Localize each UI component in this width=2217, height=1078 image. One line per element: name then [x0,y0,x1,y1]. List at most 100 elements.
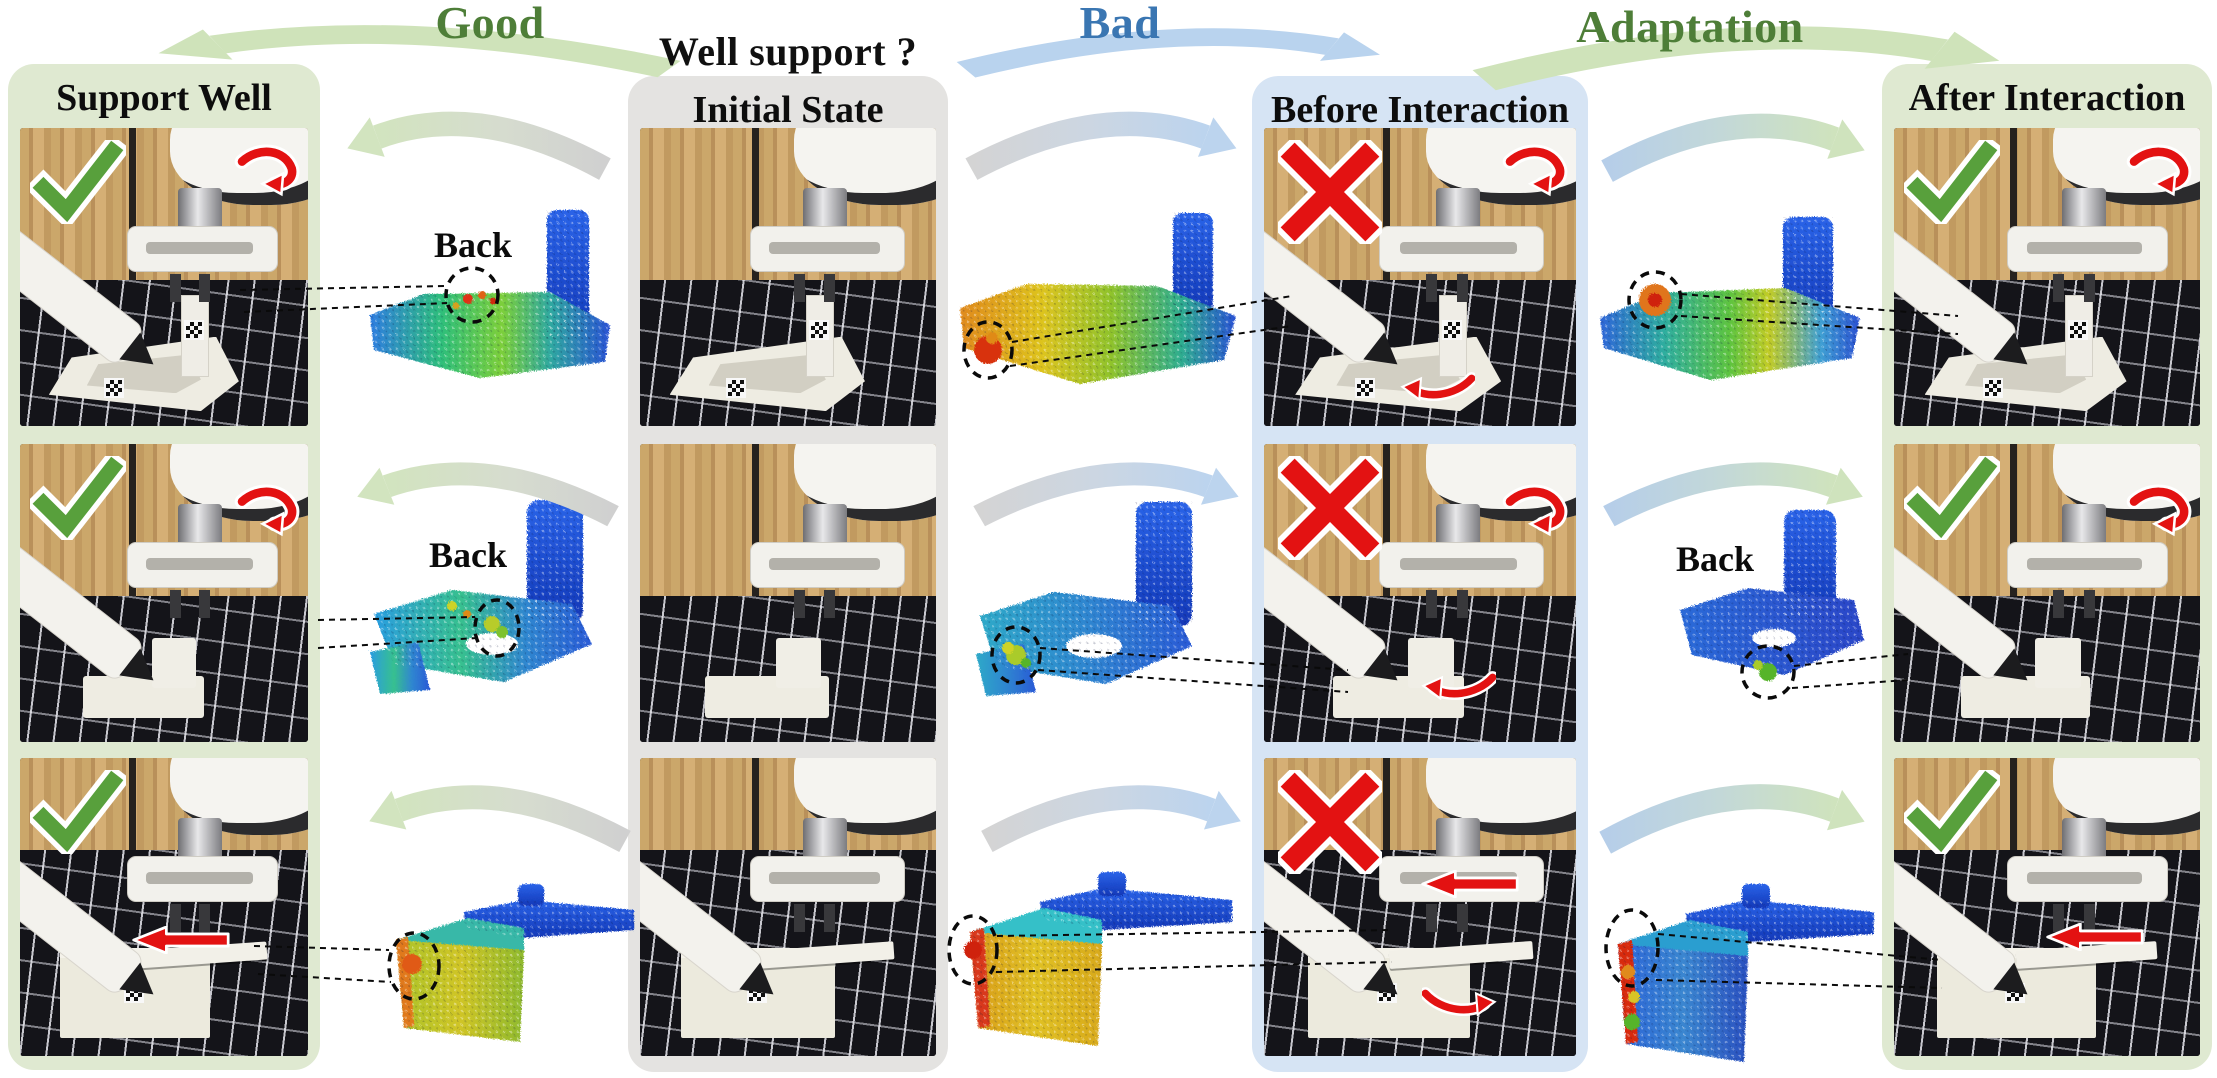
gripper-finger [823,274,835,303]
ar-tag [103,377,124,398]
gripper-finger [2053,590,2065,619]
success-check-icon [1904,140,2000,224]
support-arm [1264,222,1408,378]
held-stick [805,294,834,377]
well-support-question-label: Well support ? [658,29,918,74]
failure-cross-icon [1278,140,1382,244]
photo-before-interaction-row1 [1264,128,1576,426]
column-header-after-interaction: After Interaction [1908,77,2186,119]
pointcloud-tray-good-row1 [370,210,610,378]
gripper-finger [1426,590,1438,619]
row1-adaptation-arrow [1594,94,1874,188]
rotation-red-arrow-icon [2122,144,2194,198]
ar-tag [1377,983,1398,1004]
back-label-row1-good: Back [433,225,512,265]
ar-tag [747,983,768,1004]
panel-support-well: Support Well [8,64,320,1070]
ar-tag [2068,319,2089,340]
robot-scene [1264,444,1576,742]
robot-gripper [126,542,279,589]
bad-label: Bad [1079,0,1161,48]
gripper-finger [1457,590,1469,619]
photo-support-well-row1 [20,128,308,426]
pointcloud-box-bad-row3 [964,872,1232,1046]
ar-tag [1354,377,1375,398]
tip-over-red-arrow-icon [1422,986,1498,1016]
row3-bad-arrow [974,766,1250,858]
gripper-finger [793,590,805,619]
photo-before-interaction-row3 [1264,758,1576,1056]
gripper-finger [1457,904,1469,933]
push-red-arrow-icon [130,926,230,954]
robot-scene [20,758,308,1056]
gripper-finger [1457,274,1469,303]
failure-cross-icon [1278,456,1382,560]
photo-support-well-row3 [20,758,308,1056]
support-arm [1894,222,2038,378]
photo-initial-state-row1 [640,128,936,426]
push-red-arrow-icon [2044,923,2144,951]
panel-after-interaction: After Interaction [1882,64,2212,1070]
pointcloud-tray-bad-row1 [960,213,1236,384]
robot-gripper [1379,226,1544,273]
photo-initial-state-row2 [640,444,936,742]
tip-over-red-arrow-icon [1399,371,1475,401]
column-header-before-interaction: Before Interaction [1271,89,1569,131]
photo-after-interaction-row3 [1894,758,2200,1056]
robot-scene [1894,758,2200,1056]
gripper-finger [823,904,835,933]
back-label-row2-good: Back [428,535,507,575]
chair-back [776,637,821,689]
row2-bad-arrow [966,444,1248,532]
success-check-icon [1904,456,2000,540]
robot-gripper [2007,856,2169,903]
row2-adaptation-arrow [1596,444,1872,532]
chair-back [2034,637,2081,689]
row3-adaptation-arrow [1592,764,1874,860]
support-arm [1264,538,1408,694]
robot-gripper [749,542,906,589]
row3-good-arrow [360,766,638,858]
robot-gripper [749,226,906,273]
gripper-finger [2053,274,2065,303]
flow-arrow-adaptation [1458,8,2018,96]
rotation-red-arrow-icon [1498,484,1570,538]
robot-gripper [1379,542,1544,589]
robot-scene [1894,128,2200,426]
rotation-red-arrow-icon [230,144,302,198]
held-stick [181,294,210,377]
success-check-icon [1904,770,2000,854]
ar-tag [2004,983,2025,1004]
photo-support-well-row2 [20,444,308,742]
row1-bad-arrow [958,92,1246,186]
robot-scene [640,758,936,1056]
robot-gripper [2007,542,2169,589]
failure-cross-icon [1278,770,1382,874]
chair-back [1407,637,1455,689]
robot-scene [1894,444,2200,742]
pointcloud-box-adapted-row3 [1618,884,1874,1062]
photo-after-interaction-row2 [1894,444,2200,742]
panel-before-interaction: Before Interaction [1252,76,1588,1072]
success-check-icon [30,770,126,854]
pointcloud-box-good-row3 [396,884,634,1042]
photo-initial-state-row3 [640,758,936,1056]
flow-arrow-bad [945,14,1395,82]
tip-over-red-arrow-icon [1420,670,1496,700]
gripper-finger [169,590,181,619]
robot-scene [640,128,936,426]
success-check-icon [30,140,126,224]
pointcloud-tray-adapted-row1 [1600,217,1860,380]
robot-scene [20,444,308,742]
ar-tag [1983,377,2004,398]
panel-initial-state: Initial State [628,76,948,1072]
gripper-finger [198,274,210,303]
chair-back [152,637,196,689]
tray-object [669,336,865,412]
back-label-row2-adaptation: Back [1675,539,1754,579]
success-check-icon [30,456,126,540]
gripper-finger [2083,590,2095,619]
column-header-support-well: Support Well [56,77,272,119]
held-stick [2065,294,2094,377]
